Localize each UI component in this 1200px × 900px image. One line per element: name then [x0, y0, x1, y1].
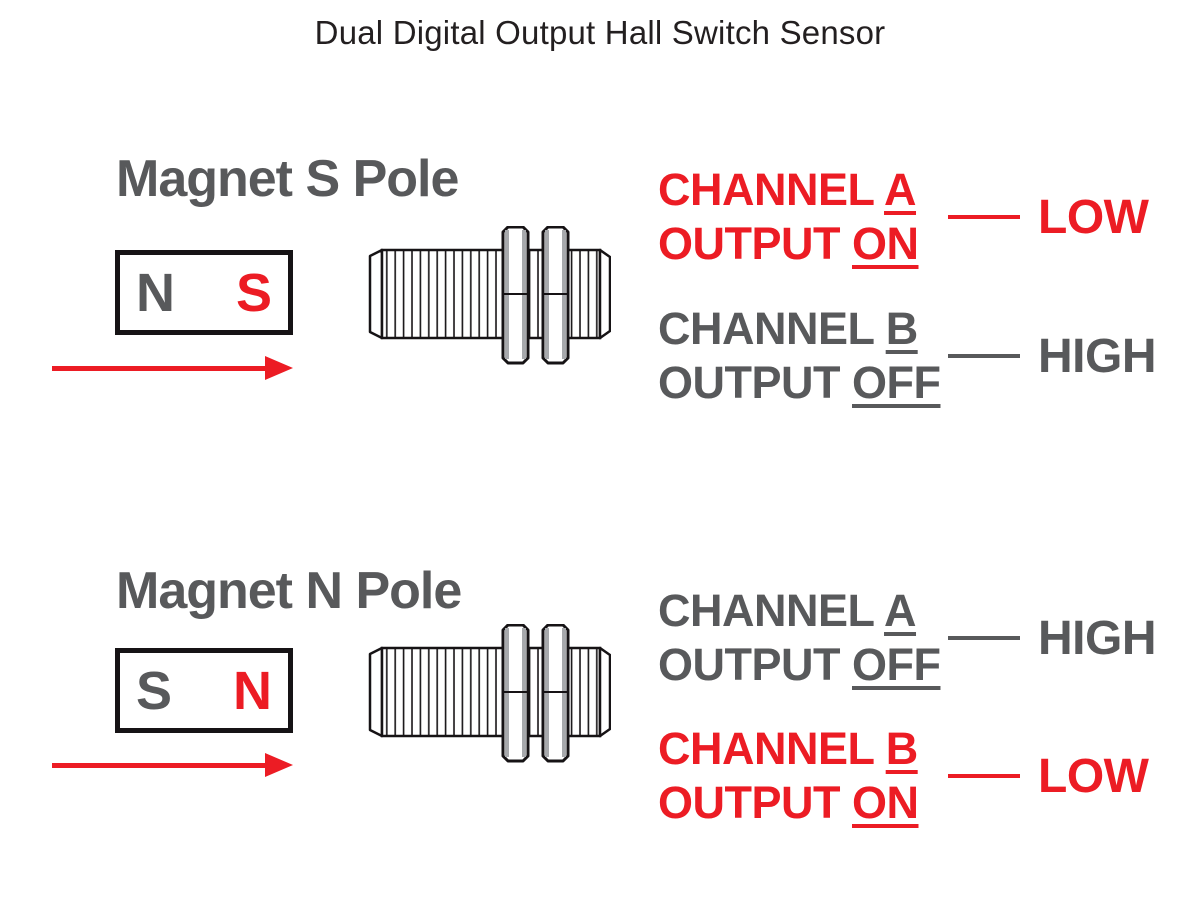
arrow-head — [265, 753, 293, 777]
magnet-pole-label-right: S — [235, 262, 272, 323]
underlined-channel-letter: A — [884, 585, 917, 636]
section-heading-s-pole: Magnet S Pole — [116, 150, 459, 208]
magnet-pole-label-right: N — [233, 660, 272, 721]
underlined-channel-letter: A — [884, 164, 917, 215]
underlined-channel-letter: B — [885, 303, 919, 354]
underlined-output-state: OFF — [852, 357, 941, 408]
motion-arrow — [52, 753, 293, 777]
underlined-output-state: ON — [852, 218, 919, 269]
channel-output-text: CHANNEL B OUTPUT OFF — [658, 303, 941, 408]
logic-level-label: HIGH — [1038, 329, 1157, 383]
hall-sensor-graphic — [368, 226, 611, 365]
magnet-bar-s-pole: N S — [115, 250, 293, 335]
logic-level-label: HIGH — [1038, 611, 1157, 665]
logic-level-label: LOW — [1038, 749, 1149, 803]
underlined-channel-letter: B — [885, 723, 919, 774]
hall-sensor-graphic — [368, 624, 611, 763]
arrow-shaft — [52, 763, 268, 768]
magnet-bar-n-pole: S N — [115, 648, 293, 733]
arrow-shaft — [52, 366, 268, 371]
diagram-title: Dual Digital Output Hall Switch Sensor — [314, 14, 886, 51]
arrow-head — [265, 356, 293, 380]
connector-line — [948, 774, 1020, 778]
underlined-output-state: OFF — [852, 639, 941, 690]
connector-line — [948, 215, 1020, 219]
channel-b-row-s-pole: CHANNEL B OUTPUT OFF HIGH — [658, 302, 1157, 410]
magnet-pole-label-left: S — [136, 660, 173, 721]
underlined-output-state: ON — [852, 777, 919, 828]
section-heading-n-pole: Magnet N Pole — [116, 562, 462, 620]
channel-b-row-n-pole: CHANNEL B OUTPUT ON LOW — [658, 722, 1149, 830]
magnet-pole-label-left: N — [136, 262, 175, 323]
channel-a-row-s-pole: CHANNEL A OUTPUT ON LOW — [658, 163, 1149, 271]
channel-output-text: CHANNEL B OUTPUT ON — [658, 723, 919, 828]
connector-line — [948, 636, 1020, 640]
connector-line — [948, 354, 1020, 358]
motion-arrow — [52, 356, 293, 380]
logic-level-label: LOW — [1038, 190, 1149, 244]
channel-output-text: CHANNEL A OUTPUT OFF — [658, 585, 941, 690]
channel-output-text: CHANNEL A OUTPUT ON — [658, 164, 919, 269]
channel-a-row-n-pole: CHANNEL A OUTPUT OFF HIGH — [658, 584, 1157, 692]
